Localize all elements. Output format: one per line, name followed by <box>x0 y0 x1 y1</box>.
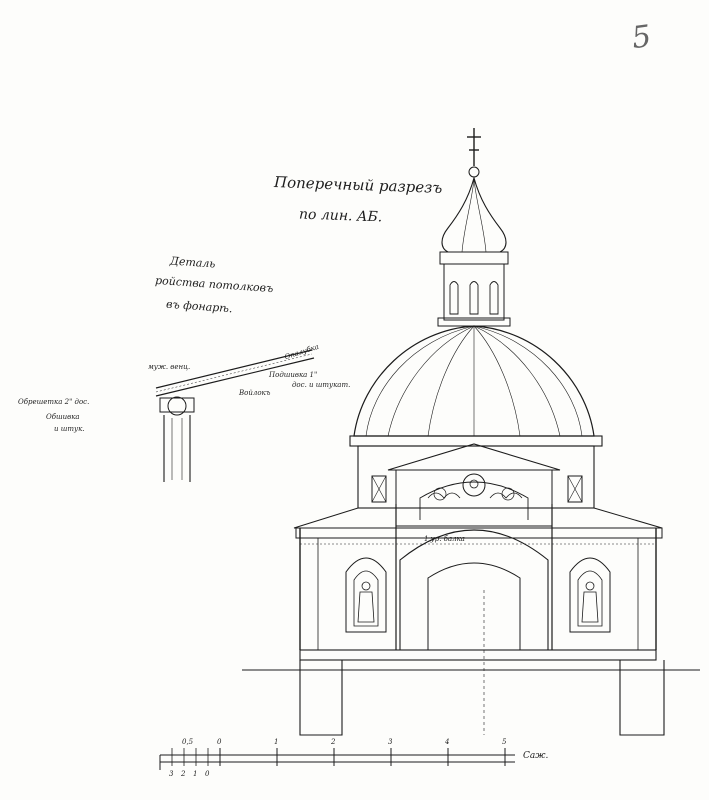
lantern-cornice <box>439 251 509 265</box>
scale-bar <box>159 748 515 770</box>
side-note-line3: и штук. <box>54 425 85 433</box>
right-roof <box>551 507 663 529</box>
scale-tick-label: 0 <box>217 738 222 746</box>
drum-wall <box>357 445 595 509</box>
scale-subtick-label: 1 <box>193 770 198 778</box>
onion-cupola <box>441 175 507 253</box>
detail-label-crown: муж. венц. <box>148 363 191 371</box>
scale-subtick-label: 0 <box>205 770 210 778</box>
scale-subtick-label: 2 <box>181 770 186 778</box>
cross-icon <box>467 128 481 166</box>
detail-label-plaster: дос. и штукат. <box>292 381 351 389</box>
scale-unit-label: Саж. <box>523 751 549 761</box>
left-roof <box>293 507 397 529</box>
scale-tick-label: 3 <box>388 738 393 746</box>
medallion-icon <box>462 473 486 497</box>
scale-tick-label: 2 <box>331 738 336 746</box>
gable-frieze <box>395 469 553 527</box>
side-note-line1: Обрешетка 2" дос. <box>18 398 90 406</box>
scale-tick-label: 4 <box>445 738 450 746</box>
dome-ball <box>468 166 480 178</box>
foundation-left <box>299 660 343 736</box>
detail-label-felt: Войлокъ <box>239 389 271 397</box>
cornice-band <box>295 527 663 539</box>
floor-slab <box>299 649 657 661</box>
inner-arch <box>427 562 521 650</box>
section-title-line2: по лин. АБ. <box>298 206 383 226</box>
front-gable <box>387 443 561 471</box>
side-note-line2: Обшивка <box>46 413 80 421</box>
saint-niche-right <box>569 557 611 633</box>
scale-tick-label: 0,5 <box>182 738 194 746</box>
scale-subtick-label: 3 <box>169 770 174 778</box>
detail-label-lining: Подшивка 1" <box>269 371 318 379</box>
scale-tick-label: 5 <box>502 738 507 746</box>
central-arch <box>399 529 549 650</box>
saint-niche-left <box>345 557 387 633</box>
foundation-right <box>619 660 665 736</box>
beam-label: 1 ур. балка <box>424 535 465 543</box>
scale-tick-label: 1 <box>274 738 279 746</box>
lantern-drum <box>443 263 505 321</box>
roof-detail-inset <box>155 349 315 482</box>
